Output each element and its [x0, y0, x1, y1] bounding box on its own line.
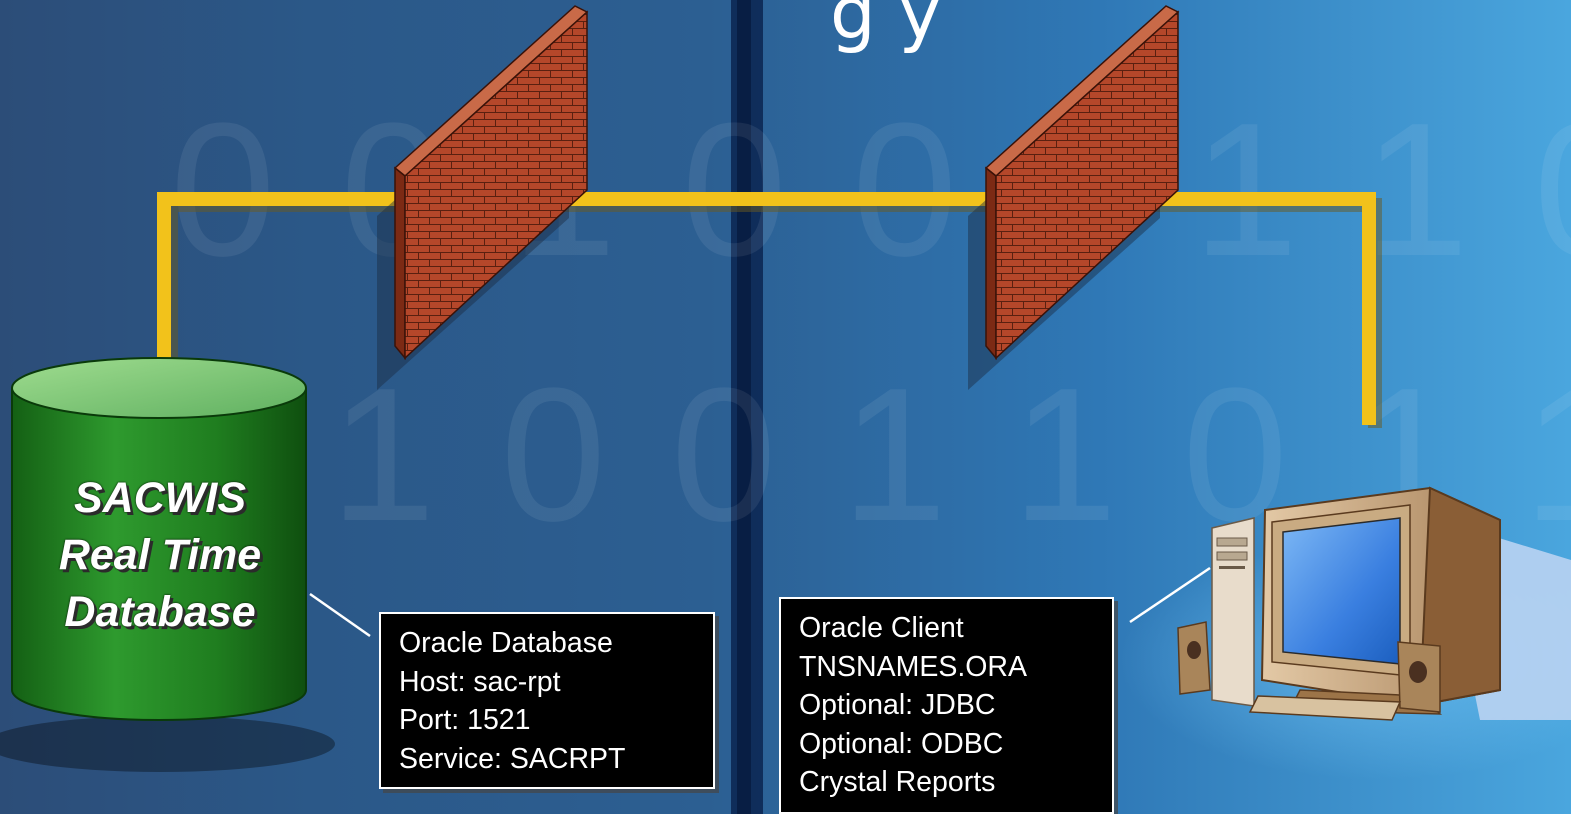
callout-pointers [309, 566, 1211, 638]
database-label-line-3: Database [64, 588, 256, 636]
database-callout-line-4: Service: SACRPT [399, 742, 626, 775]
network-line [157, 192, 1382, 428]
client-callout-line-1: Oracle Client [799, 612, 964, 644]
title-fragment: g y [830, 0, 941, 55]
desktop-computer-icon [1177, 486, 1571, 721]
client-callout-line-5: Crystal Reports [799, 766, 996, 798]
database-label: SACWIS Real Time Database [14, 470, 306, 641]
client-callout-line-3: Optional: JDBC [799, 689, 996, 721]
client-callout-box: Oracle Client TNSNAMES.ORA Optional: JDB… [779, 597, 1114, 814]
database-label-line-1: SACWIS [74, 474, 246, 522]
database-callout-line-3: Port: 1521 [399, 704, 531, 736]
firewall-right-icon [968, 5, 1180, 390]
database-label-line-2: Real Time [58, 531, 262, 579]
database-callout-line-2: Host: sac-rpt [399, 665, 561, 698]
database-callout-line-1: Oracle Database [399, 627, 613, 659]
client-callout-line-2: TNSNAMES.ORA [799, 650, 1028, 683]
firewall-left-icon [377, 5, 589, 390]
database-callout-box: Oracle Database Host: sac-rpt Port: 1521… [379, 612, 715, 789]
client-callout-line-4: Optional: ODBC [799, 727, 1004, 760]
database-cylinder-icon [0, 357, 335, 772]
